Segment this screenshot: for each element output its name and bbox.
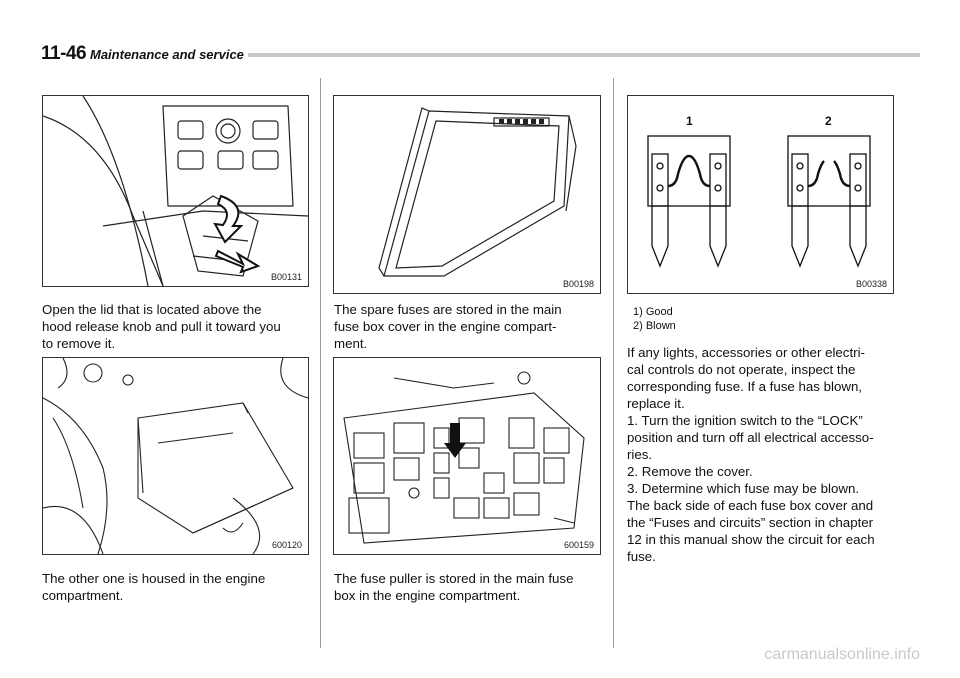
legend-item-blown: 2) Blown — [633, 320, 676, 332]
section-title: Maintenance and service — [90, 47, 244, 62]
column-divider-1 — [320, 78, 321, 648]
fuse-legend: 1) Good 2) Blown — [633, 305, 676, 333]
figure-engine-fuse-box: 600120 — [42, 357, 309, 555]
dashboard-lid-illustration — [43, 96, 308, 286]
engine-fuse-box-illustration — [43, 358, 308, 554]
fuse-comparison-illustration — [647, 135, 871, 268]
figure-code: B00338 — [855, 279, 887, 289]
paragraph-fuse-puller: The fuse puller is stored in the main fu… — [334, 571, 574, 603]
paragraph-lid-instructions: Open the lid that is located above the h… — [42, 302, 281, 351]
figure-code: B00131 — [270, 272, 302, 282]
figure-code: 600120 — [271, 540, 302, 550]
figure-fuse-good-blown: 1 2 B00338 — [627, 95, 894, 294]
page-number: 11-46 — [41, 43, 87, 64]
paragraph-fuse-inspection: If any lights, accessories or other elec… — [627, 345, 875, 564]
figure-fuse-box-cover: B00198 — [333, 95, 601, 294]
page-header: 11-46 Maintenance and service — [0, 40, 960, 64]
figure-code: B00198 — [562, 279, 594, 289]
figure-code: 600159 — [563, 540, 594, 550]
paragraph-spare-fuses: The spare fuses are stored in the main f… — [334, 302, 562, 351]
watermark: carmanualsonline.info — [764, 646, 920, 663]
fuse-box-cover-illustration — [378, 107, 577, 277]
main-fuse-box-illustration — [343, 371, 585, 544]
fuse-label-good: 1 — [686, 114, 693, 128]
figure-main-fuse-box: 600159 — [333, 357, 601, 555]
column-divider-2 — [613, 78, 614, 648]
legend-item-good: 1) Good — [633, 306, 673, 318]
paragraph-engine-compartment: The other one is housed in the engine co… — [42, 571, 266, 603]
figure-dashboard-lid: B00131 — [42, 95, 309, 287]
fuse-label-blown: 2 — [825, 114, 832, 128]
header-rule — [248, 53, 920, 57]
